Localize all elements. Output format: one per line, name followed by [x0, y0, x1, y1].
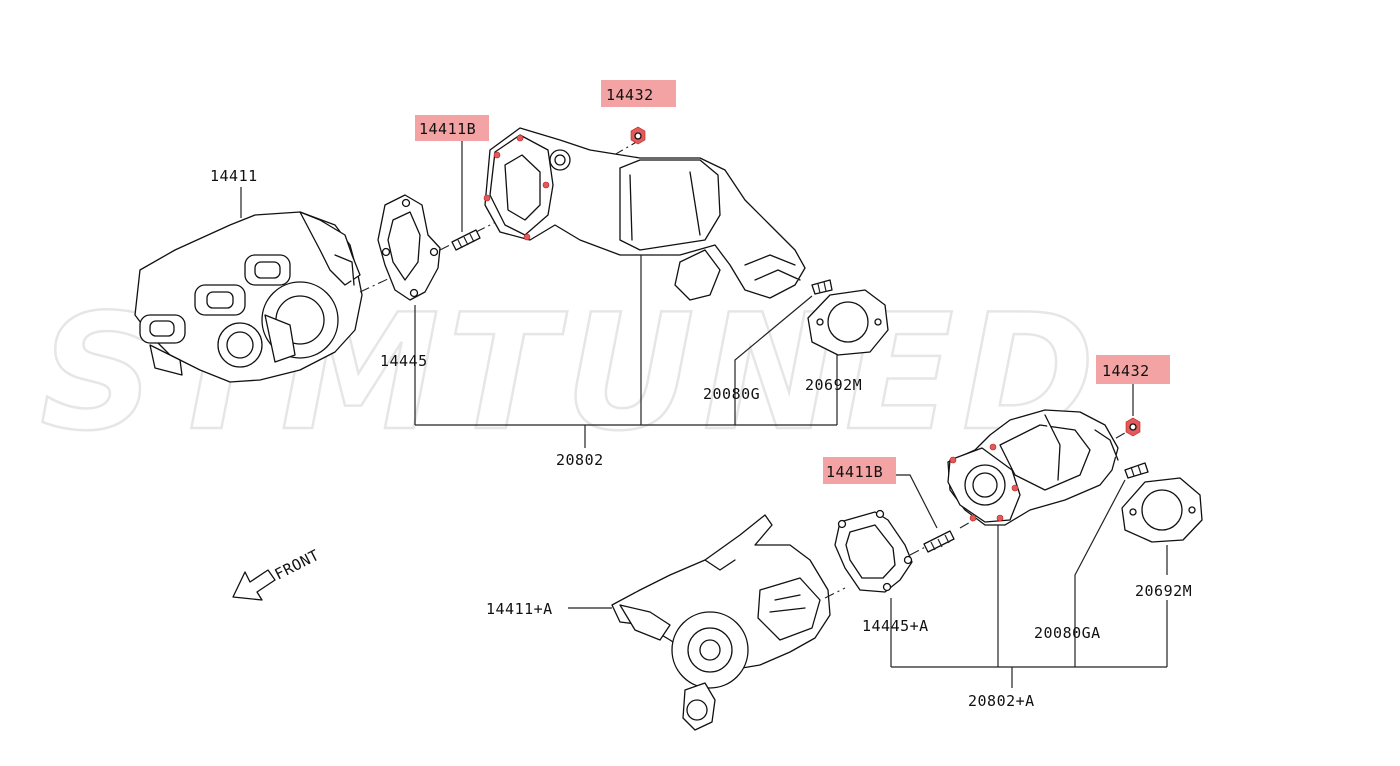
highlight-nut-right: [1096, 355, 1170, 384]
label-assembly-left[interactable]: 20802: [556, 451, 604, 469]
stud-left[interactable]: [451, 229, 481, 251]
label-nut-left[interactable]: 14432: [606, 86, 654, 104]
stud-pipe-left[interactable]: [811, 279, 833, 295]
gasket-right[interactable]: [834, 509, 913, 593]
gasket-left[interactable]: [377, 194, 441, 301]
gasket-pipe-left[interactable]: [807, 289, 889, 356]
turbocharger-right[interactable]: [611, 514, 831, 731]
catalytic-pipe-left[interactable]: [483, 127, 806, 301]
label-assembly-right[interactable]: 20802+A: [968, 692, 1035, 710]
label-stud-pipe-right[interactable]: 20080GA: [1034, 624, 1101, 642]
nut-right[interactable]: [1125, 417, 1141, 437]
stud-pipe-right[interactable]: [1124, 462, 1149, 479]
leader-stud-pipe-right: [1074, 479, 1126, 667]
label-gasket-pipe-left[interactable]: 20692M: [805, 376, 862, 394]
nut-left[interactable]: [630, 126, 646, 145]
leader-stud-pipe-left: [734, 295, 813, 425]
label-stud-left[interactable]: 14411B: [419, 120, 476, 138]
label-nut-right[interactable]: 14432: [1102, 362, 1150, 380]
label-stud-right[interactable]: 14411B: [826, 463, 883, 481]
highlight-stud-left: [415, 115, 489, 141]
label-turbo-left[interactable]: 14411: [210, 167, 258, 185]
front-direction-arrow: [232, 569, 276, 601]
catalytic-pipe-right[interactable]: [947, 409, 1119, 526]
label-gasket-right[interactable]: 14445+A: [862, 617, 929, 635]
stud-right[interactable]: [923, 530, 955, 553]
gasket-pipe-right[interactable]: [1121, 477, 1203, 543]
label-gasket-pipe-right[interactable]: 20692M: [1135, 582, 1192, 600]
turbocharger-left[interactable]: [134, 211, 363, 383]
leader-stud-right: [896, 474, 938, 529]
front-label: FRONT: [272, 546, 323, 584]
highlight-stud-right: [823, 457, 896, 484]
highlight-nut-left: [601, 80, 676, 107]
label-stud-pipe-left[interactable]: 20080G: [703, 385, 760, 403]
label-gasket-left[interactable]: 14445: [380, 352, 428, 370]
label-turbo-right[interactable]: 14411+A: [486, 600, 553, 618]
